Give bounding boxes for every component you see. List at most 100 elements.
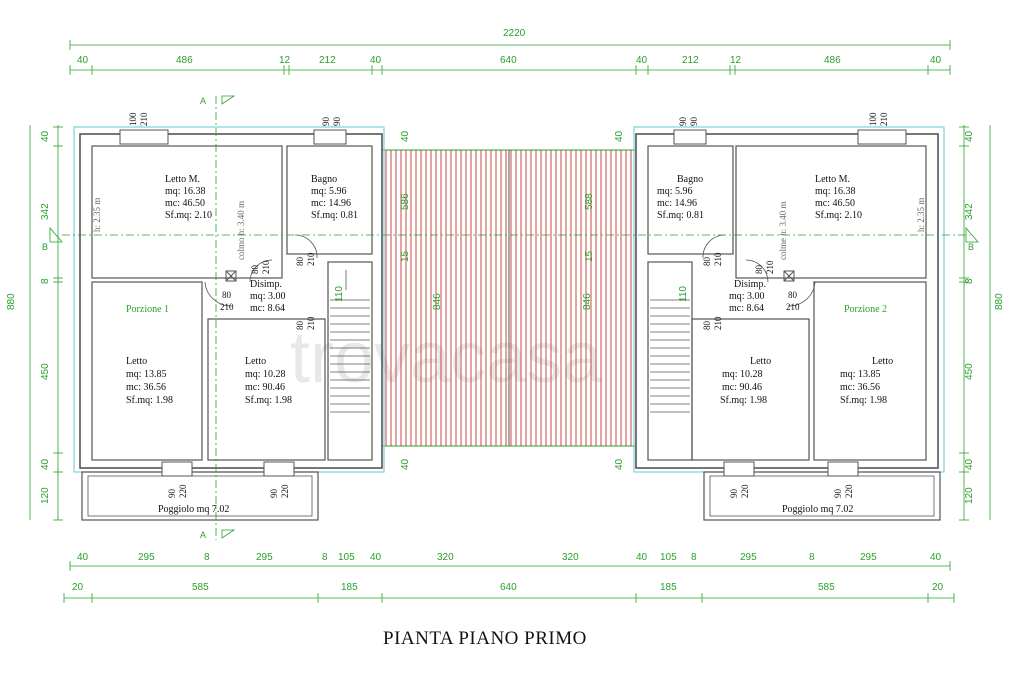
left-room-letto-2: Letto mq: 10.28 mc: 90.46 Sf.mq: 1.98 [245,356,292,406]
svg-text:15: 15 [584,250,595,262]
svg-text:210: 210 [713,252,723,266]
svg-text:80: 80 [295,321,305,331]
svg-text:342: 342 [40,203,51,220]
svg-text:210: 210 [306,316,316,330]
svg-text:90: 90 [332,117,342,127]
svg-text:80: 80 [222,290,232,300]
svg-text:40: 40 [930,552,942,563]
svg-text:105: 105 [660,552,677,563]
section-lines [62,96,970,540]
svg-text:90: 90 [833,489,843,499]
svg-text:40: 40 [964,458,975,470]
drawing-title: PIANTA PIANO PRIMO [383,628,587,649]
svg-text:90: 90 [269,489,279,499]
svg-text:295: 295 [740,552,757,563]
svg-text:486: 486 [824,55,841,66]
svg-text:80: 80 [702,321,712,331]
svg-text:Disimp.: Disimp. [250,279,282,290]
dim-right-total: 880 [994,293,1005,310]
svg-text:mc: 90.46: mc: 90.46 [245,382,285,393]
svg-text:Bagno: Bagno [677,174,703,185]
svg-text:Letto: Letto [245,356,266,367]
svg-text:90: 90 [689,117,699,127]
svg-text:40: 40 [40,130,51,142]
bottom-dimensions [63,561,955,603]
left-room-letto-m: Letto M. mq: 16.38 mc: 46.50 Sf.mq: 2.10 [165,174,212,221]
right-room-bagno: Bagno mq: 5.96 mc: 14.96 Sf.mq: 0.81 [657,174,704,221]
svg-text:40: 40 [614,130,625,142]
svg-text:40: 40 [400,130,411,142]
right-height-1: h: 2.35 m [916,198,926,232]
svg-text:320: 320 [562,552,579,563]
svg-text:342: 342 [964,203,975,220]
svg-text:8: 8 [204,552,210,563]
svg-text:40: 40 [40,458,51,470]
svg-text:80: 80 [702,257,712,267]
dim-right-vertical: 40 342 8 450 40 120 [964,130,975,504]
central-roof-hatch [381,149,637,447]
svg-text:Sf.mq: 1.98: Sf.mq: 1.98 [245,395,292,406]
left-room-bagno: Bagno mq: 5.96 mc: 14.96 Sf.mq: 0.81 [311,174,358,221]
svg-text:120: 120 [40,487,51,504]
right-room-letto-m: Letto M. mq: 16.38 mc: 46.50 Sf.mq: 2.10 [815,174,862,221]
svg-text:mc: 46.50: mc: 46.50 [165,198,205,209]
svg-text:210: 210 [765,260,775,274]
svg-text:210: 210 [220,302,234,312]
dim-top-row: 40 486 12 212 40 640 40 212 12 486 40 [77,55,942,66]
svg-text:mc: 14.96: mc: 14.96 [657,198,697,209]
right-portion-label: Porzione 2 [844,304,887,315]
svg-text:mq: 16.38: mq: 16.38 [165,186,206,197]
svg-text:105: 105 [338,552,355,563]
svg-text:Sf.mq: 1.98: Sf.mq: 1.98 [840,395,887,406]
svg-text:210: 210 [879,112,889,126]
svg-text:40: 40 [614,458,625,470]
right-room-disimp: Disimp. mq: 3.00 mc: 8.64 [729,279,766,314]
svg-text:12: 12 [279,55,291,66]
svg-text:Bagno: Bagno [311,174,337,185]
svg-text:486: 486 [176,55,193,66]
svg-text:A: A [200,96,206,106]
svg-text:8: 8 [964,278,975,284]
right-unit-walls [633,126,945,521]
left-room-disimp: Disimp. mq: 3.00 mc: 8.64 [250,279,286,314]
svg-text:8: 8 [40,278,51,284]
vertical-dimension-lines [29,125,991,521]
dim-left-vertical: 40 342 8 450 40 120 [40,130,51,504]
center-vertical-labels: 40 40 40 40 586 15 846 846 588 15 [400,130,625,470]
svg-text:mc: 36.56: mc: 36.56 [126,382,166,393]
svg-text:295: 295 [256,552,273,563]
svg-text:mq: 3.00: mq: 3.00 [729,291,765,302]
svg-text:846: 846 [582,293,593,310]
svg-text:mq: 5.96: mq: 5.96 [311,186,347,197]
svg-text:12: 12 [730,55,742,66]
svg-text:185: 185 [341,582,358,593]
svg-text:Sf.mq: 0.81: Sf.mq: 0.81 [657,210,704,221]
svg-text:mq: 3.00: mq: 3.00 [250,291,286,302]
svg-text:80: 80 [754,265,764,275]
svg-text:185: 185 [660,582,677,593]
svg-text:220: 220 [740,484,750,498]
svg-text:210: 210 [786,302,800,312]
svg-text:Letto: Letto [126,356,147,367]
svg-text:588: 588 [584,193,595,210]
svg-text:90: 90 [678,117,688,127]
svg-text:B: B [42,242,48,252]
svg-text:mq: 13.85: mq: 13.85 [840,369,881,380]
left-room-letto-1: Letto mq: 13.85 mc: 36.56 Sf.mq: 1.98 [126,356,173,406]
left-portion-label: Porzione 1 [126,304,169,315]
svg-text:8: 8 [322,552,328,563]
svg-text:585: 585 [192,582,209,593]
svg-text:450: 450 [964,363,975,380]
svg-text:Letto: Letto [872,356,893,367]
svg-text:846: 846 [432,293,443,310]
left-height-2: colmo h: 3.40 m [236,201,246,260]
svg-text:295: 295 [860,552,877,563]
svg-text:220: 220 [280,484,290,498]
svg-text:mc: 46.50: mc: 46.50 [815,198,855,209]
svg-text:40: 40 [636,55,648,66]
svg-text:20: 20 [932,582,944,593]
svg-text:110: 110 [678,286,689,302]
left-opening-labels: 100 210 90 90 80 210 80 210 80 210 80 21… [128,112,345,498]
svg-text:mc: 8.64: mc: 8.64 [729,303,764,314]
svg-text:212: 212 [319,55,336,66]
